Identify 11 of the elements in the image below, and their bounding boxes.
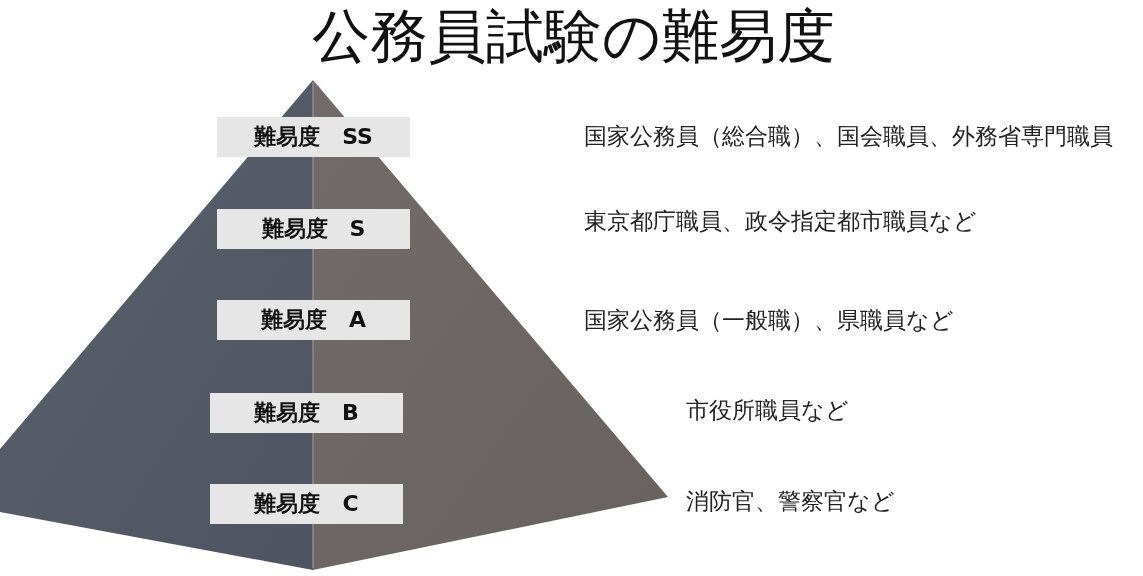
level-box: 難易度 SS xyxy=(217,117,410,157)
level-box: 難易度 S xyxy=(217,209,410,249)
description-text: 市役所職員など xyxy=(686,396,849,424)
level-box: 難易度 A xyxy=(217,300,410,340)
description-text: 消防官、警察官など xyxy=(686,487,895,515)
level-box: 難易度 B xyxy=(210,393,403,433)
description-text: 国家公務員（一般職）、県職員など xyxy=(584,306,954,334)
description-text: 国家公務員（総合職）、国会職員、外務省専門職員 xyxy=(584,122,1113,150)
description-text: 東京都庁職員、政令指定都市職員など xyxy=(584,207,977,235)
title: 公務員試験の難易度 xyxy=(311,4,835,68)
level-box: 難易度 C xyxy=(210,484,403,524)
